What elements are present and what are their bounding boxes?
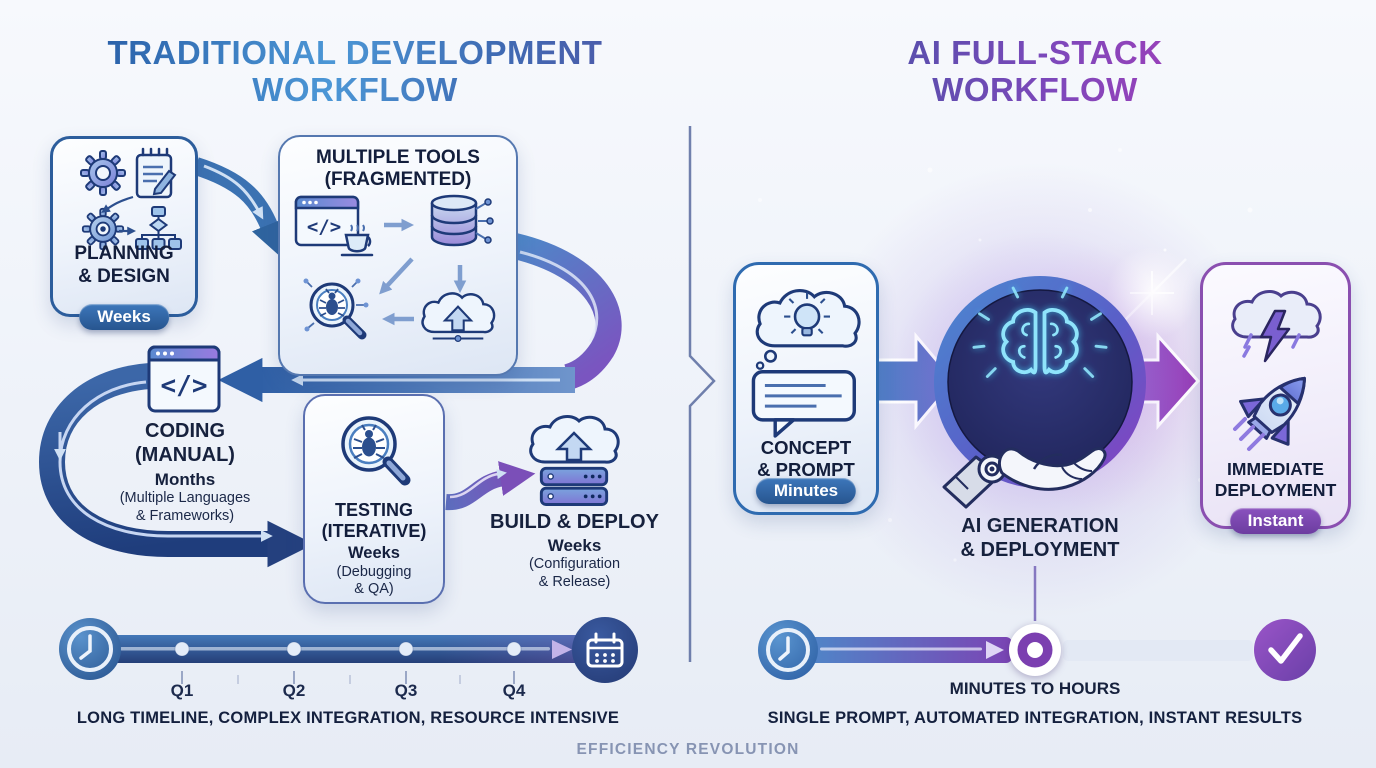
- storm-cloud-icon: [1231, 289, 1322, 363]
- arrow-testing-to-build: [445, 461, 536, 511]
- build-deploy-label: BUILD & DEPLOY Weeks (Configuration & Re…: [490, 511, 659, 590]
- left-timeline: [59, 617, 638, 684]
- timeline-arrowhead: [552, 640, 572, 659]
- gear-icon: [80, 150, 126, 196]
- arrow-planning-to-tools: [193, 157, 286, 259]
- server-stack-icon: [539, 466, 609, 506]
- right-timeline: [758, 619, 1316, 681]
- arrow-tools-cycle: [218, 233, 622, 403]
- rocket-icon: [1233, 376, 1306, 451]
- concept-duration-badge: Minutes: [755, 478, 857, 504]
- right-timeline-label: MINUTES TO HOURS: [949, 679, 1121, 698]
- ai-core-circle: [890, 232, 1190, 532]
- planning-design-box: PLANNING& DESIGN Weeks: [50, 136, 198, 330]
- deployment-duration-badge: Instant: [1229, 508, 1322, 534]
- code-glyph: </>: [161, 371, 208, 401]
- left-caption: LONG TIMELINE, COMPLEX INTEGRATION, RESO…: [76, 709, 620, 727]
- right-caption: SINGLE PROMPT, AUTOMATED INTEGRATION, IN…: [767, 709, 1303, 727]
- code-glyph: </>: [307, 216, 341, 238]
- robot-hand-icon: [942, 447, 1107, 509]
- code-window-icon: </>: [147, 345, 221, 413]
- timeline-q3-label: Q3: [394, 681, 418, 700]
- check-icon: [1254, 619, 1316, 681]
- flowchart-icon: [135, 206, 182, 250]
- code-window-coffee-icon: </>: [294, 195, 374, 257]
- build-deploy-step: [524, 406, 624, 506]
- cloud-upload-icon: [529, 414, 620, 464]
- tools-title: MULTIPLE TOOLS(FRAGMENTED): [316, 147, 480, 191]
- timeline-q4-label: Q4: [502, 681, 526, 700]
- notepad-pencil-icon: [135, 147, 177, 199]
- planning-label: PLANNING& DESIGN: [74, 243, 174, 287]
- divider-chevron-line: [688, 126, 716, 662]
- ai-brain-icon: [972, 286, 1108, 378]
- database-icon: [430, 194, 494, 247]
- concept-prompt-box: CONCEPT& PROMPT Minutes: [733, 262, 879, 515]
- coding-label: CODING (MANUAL) Months (Multiple Languag…: [119, 420, 251, 524]
- testing-box: TESTING(ITERATIVE) Weeks (Debugging & QA…: [303, 394, 445, 604]
- calendar-icon: [572, 617, 638, 683]
- testing-label: TESTING(ITERATIVE) Weeks (Debugging & QA…: [321, 500, 427, 598]
- timeline-q2-label: Q2: [282, 681, 306, 700]
- cloud-upload-icon: [421, 292, 496, 342]
- timeline-q1-label: Q1: [170, 681, 194, 700]
- prompt-bubble-icon: [751, 370, 856, 438]
- coding-step: </>: [146, 344, 222, 419]
- bug-magnifier-icon: [341, 416, 411, 486]
- clock-icon: [758, 620, 818, 680]
- multiple-tools-box: MULTIPLE TOOLS(FRAGMENTED) </>: [278, 135, 518, 376]
- progress-dot-icon: [1009, 624, 1061, 676]
- arrow-coding-loop-to-testing: [38, 363, 315, 568]
- clock-icon: [59, 618, 121, 680]
- footer-tagline: EFFICIENCY REVOLUTION: [576, 741, 800, 758]
- flow-arrows: [379, 218, 467, 326]
- idea-cloud-lightbulb-icon: [755, 288, 861, 370]
- planning-duration-badge: Weeks: [79, 304, 169, 330]
- concept-label: CONCEPT& PROMPT: [757, 437, 855, 480]
- bug-magnifier-icon: [303, 278, 369, 340]
- ai-generation-label: AI GENERATION& DEPLOYMENT: [960, 515, 1120, 561]
- flow-arrows: [101, 195, 137, 236]
